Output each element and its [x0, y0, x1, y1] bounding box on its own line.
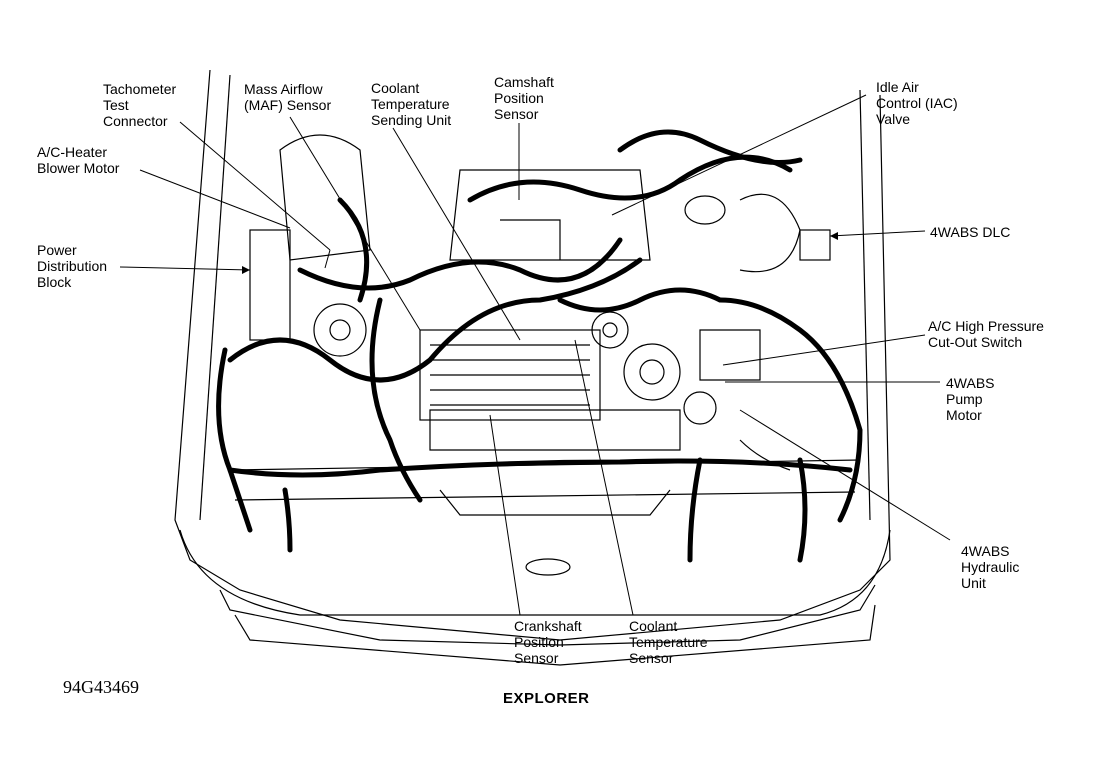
diagram-title: EXPLORER	[503, 690, 590, 707]
maf-sensor-label: Mass Airflow (MAF) Sensor	[244, 81, 332, 113]
camshaft-position-sensor-label: Camshaft Position Sensor	[494, 74, 554, 122]
ac-high-pressure-cutout-switch-label: A/C High Pressure Cut-Out Switch	[928, 318, 1044, 350]
tachometer-test-connector-label: Tachometer Test Connector	[103, 81, 177, 129]
coolant-temperature-sensor-label: Coolant Temperature Sensor	[629, 618, 708, 666]
coolant-temperature-sending-unit-label: Coolant Temperature Sending Unit	[371, 80, 452, 128]
4wabs-pump-motor-label: 4WABS Pump Motor	[946, 375, 995, 423]
power-distribution-block-label: Power Distribution Block	[37, 242, 108, 290]
idle-air-control-valve-label: Idle Air Control (IAC) Valve	[876, 79, 958, 127]
ac-heater-blower-motor-label: A/C-Heater Blower Motor	[37, 144, 120, 176]
4wabs-hydraulic-unit-label: 4WABS Hydraulic Unit	[961, 543, 1020, 591]
crankshaft-position-sensor-label: Crankshaft Position Sensor	[514, 618, 582, 666]
4wabs-dlc-label: 4WABS DLC	[930, 224, 1011, 240]
figure-code: 94G43469	[63, 677, 139, 697]
